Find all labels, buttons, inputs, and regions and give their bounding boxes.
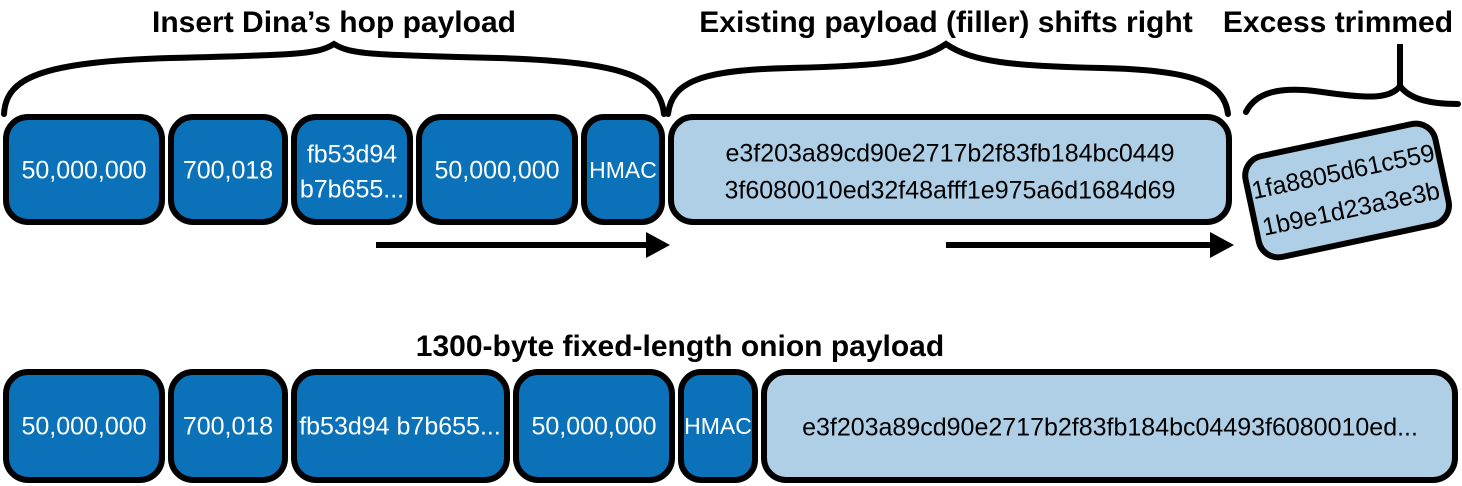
bottom-cell-amount-1-box [3,369,165,483]
top-cell-hmac-box [581,114,665,225]
top-cell-amount-2-box [416,114,578,225]
bottom-cell-amount-1-label: 50,000,000 [21,413,146,441]
brace-insert-hop-path [1,40,667,117]
top-cell-payment-secret-1-label-line-2: b7b655... [300,176,404,204]
shift-arrow-right [946,232,1234,258]
annotation-label-filler-shift: Existing payload (filler) shifts right [699,6,1192,39]
top-cell-payment-secret-1-box [291,114,413,225]
bottom-row-boxes: 50,000,000 700,018 fb53d94 b7b655... 50,… [3,369,1458,483]
top-cell-cltv-1-label: 700,018 [183,157,273,185]
annotation-label-excess-trimmed: Excess trimmed [1223,6,1453,39]
brace-filler-shift [665,40,1231,117]
shift-arrow-left [376,232,670,258]
top-cell-amount-1-box [3,114,165,225]
bottom-cell-cltv-1-box [168,369,288,483]
top-cell-amount-2-label: 50,000,000 [434,157,559,185]
trimmed-bytes-group: 1fa8805d61c559 1b9e1d23a3e3b [1242,120,1452,261]
top-row-boxes: 50,000,000 700,018 fb53d94 b7b655... 50,… [3,114,1232,225]
top-cell-filler-payload-label-line-1: e3f203a89cd90e2717b2f83fb184bc0449 [725,140,1174,168]
brace-excess-trimmed [1243,44,1461,115]
bottom-cell-amount-2-box [513,369,675,483]
bottom-cell-hmac-box [678,369,758,483]
trimmed-bytes-box [1242,120,1452,261]
bottom-row-title: 1300-byte fixed-length onion payload [416,330,944,363]
annotation-label-insert-hop: Insert Dina’s hop payload [152,6,516,39]
bottom-cell-cltv-1-label: 700,018 [183,413,273,441]
shift-arrow-left-head [646,232,670,258]
top-cell-hmac-label: HMAC [589,157,657,183]
brace-excess-trimmed-path [1243,80,1461,115]
bottom-cell-amount-2-label: 50,000,000 [531,413,656,441]
shift-arrow-right-head [1210,232,1234,258]
bottom-cell-final-payload-box [761,369,1458,483]
top-cell-filler-payload-label-line-2: 3f6080010ed32f48afff1e975a6d1684d69 [725,177,1176,205]
top-cell-payment-secret-1-label-line-1: fb53d94 [307,141,397,169]
top-cell-amount-1-label: 50,000,000 [21,157,146,185]
bottom-cell-payment-secret-1-label: fb53d94 b7b655... [299,413,501,441]
top-cell-cltv-1-box [168,114,288,225]
brace-filler-shift-path [665,40,1231,117]
top-cell-filler-payload-box [668,114,1232,225]
brace-insert-hop [1,40,667,117]
bottom-cell-hmac-label: HMAC [684,413,752,439]
bottom-cell-payment-secret-1-box [291,369,510,483]
bottom-cell-final-payload-label: e3f203a89cd90e2717b2f83fb184bc04493f6080… [802,414,1418,442]
